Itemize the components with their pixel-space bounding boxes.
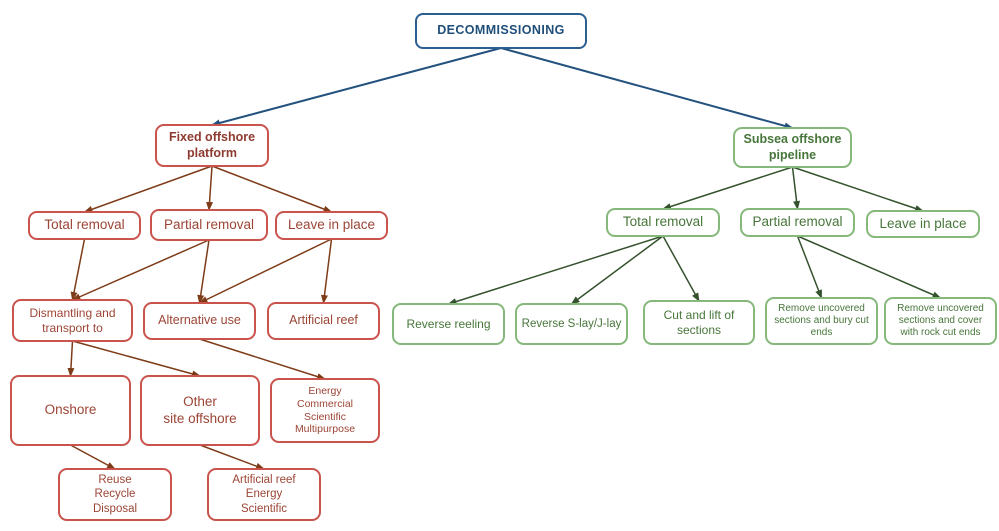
node-onshore: Onshore	[10, 375, 131, 446]
node-other-site-offshore: Other site offshore	[140, 375, 260, 446]
node-partial-removal-pipeline: Partial removal	[740, 208, 855, 237]
node-leave-in-place-pipeline: Leave in place	[866, 210, 980, 238]
node-cut-and-lift-of-sections: Cut and lift of sections	[643, 300, 755, 345]
node-partial-removal-platform: Partial removal	[150, 209, 268, 241]
node-reverse-reeling: Reverse reeling	[392, 303, 505, 345]
node-dismantling-and-transport: Dismantling and transport to	[12, 299, 133, 342]
node-remove-sections-bury-cut-ends: Remove uncovered sections and bury cut e…	[765, 297, 878, 345]
node-fixed-offshore-platform: Fixed offshore platform	[155, 124, 269, 167]
node-total-removal-pipeline: Total removal	[606, 208, 720, 237]
node-reuse-recycle-disposal: Reuse Recycle Disposal	[58, 468, 172, 521]
node-leave-in-place-platform: Leave in place	[275, 211, 388, 240]
node-decommissioning: DECOMMISSIONING	[415, 13, 587, 49]
node-remove-sections-cover-rock-cut-ends: Remove uncovered sections and cover with…	[884, 297, 997, 345]
node-alternative-use: Alternative use	[143, 302, 256, 340]
node-energy-commercial-scientific-multipurpose: Energy Commercial Scientific Multipurpos…	[270, 378, 380, 443]
node-total-removal-platform: Total removal	[28, 211, 141, 240]
node-artificial-reef-energy-scientific: Artificial reef Energy Scientific	[207, 468, 321, 521]
node-subsea-offshore-pipeline: Subsea offshore pipeline	[733, 127, 852, 168]
node-reverse-s-lay-j-lay: Reverse S-lay/J-lay	[515, 303, 628, 345]
node-artificial-reef: Artificial reef	[267, 302, 380, 340]
